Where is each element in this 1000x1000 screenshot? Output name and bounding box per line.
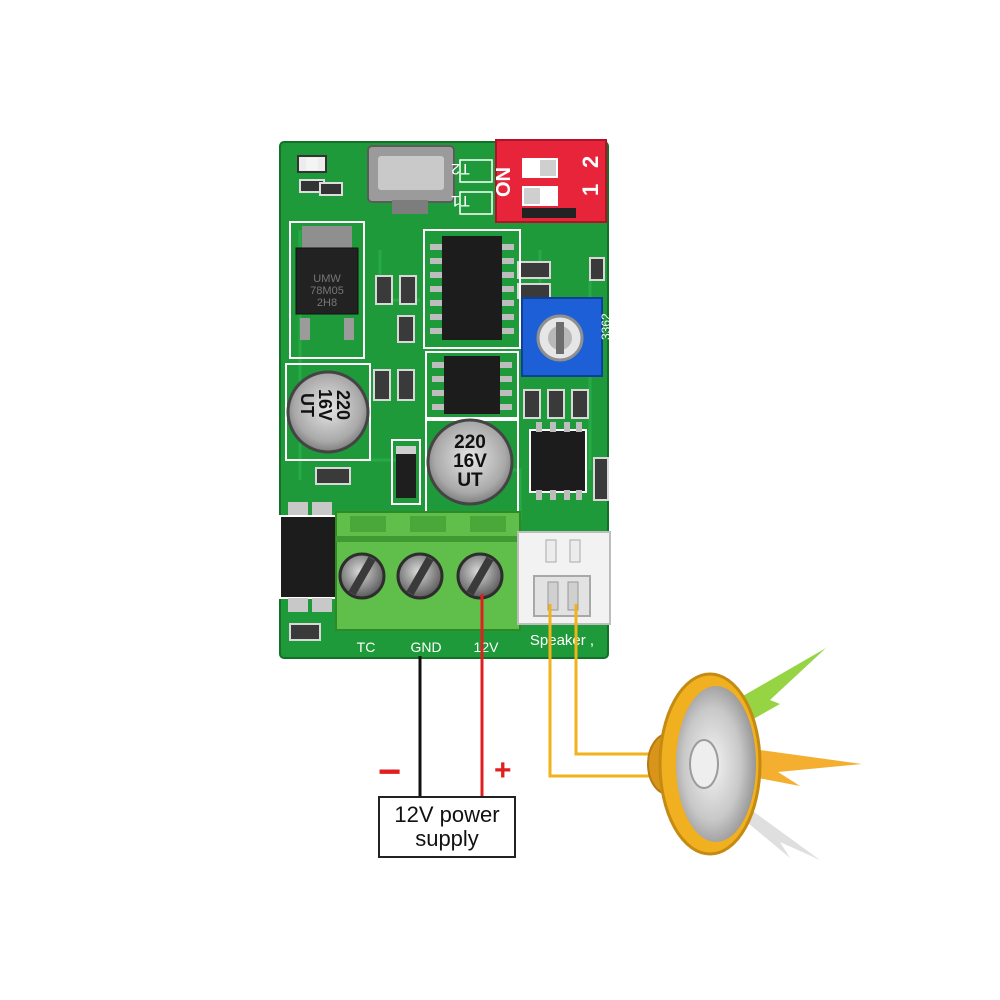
terminal-label-gnd: GND: [410, 639, 441, 655]
capacitor-left-marking-2: 16V: [315, 389, 335, 421]
ic-chip-1: [423, 229, 521, 349]
dip-switch-on-label: ON: [493, 167, 515, 197]
dip-switch-pos-2: 2: [578, 156, 603, 168]
capacitor-mid-marking-1: 220: [454, 432, 486, 453]
voltage-regulator: UMW 78M05 2H8: [289, 221, 365, 359]
power-supply-label-line1: 12V power: [394, 802, 500, 827]
regulator-marking-line2: 78M05: [310, 285, 344, 297]
negative-sign: −: [378, 750, 402, 794]
screw-terminal-block: [335, 511, 521, 631]
terminal-label-tc: TC: [357, 639, 376, 655]
speaker-connector: [517, 531, 611, 625]
pcb-board: T2 T1 ON 2 1 UMW 78M05 2H8: [279, 139, 613, 659]
electrolytic-capacitor-left: 220 16V UT: [285, 363, 371, 461]
positive-sign: +: [494, 754, 512, 787]
capacitor-mid-marking-2: 16V: [453, 451, 487, 472]
wire-yellow-speaker-1: [548, 604, 664, 778]
trimmer-potentiometer[interactable]: 3362: [521, 297, 613, 377]
wire-yellow-speaker-2: [574, 604, 662, 756]
ic-chip-2: [425, 351, 519, 419]
speaker-icon: [647, 648, 862, 860]
power-supply-label-line2: supply: [415, 826, 479, 851]
regulator-marking-line1: UMW: [313, 273, 341, 285]
dip-switch-pos-1: 1: [578, 184, 603, 196]
power-supply-box: 12V power supply: [378, 796, 516, 858]
micro-usb-connector: [367, 145, 455, 214]
regulator-marking-line3: 2H8: [317, 297, 337, 309]
capacitor-left-marking-1: 220: [333, 390, 353, 420]
speaker-label: Speaker ,: [530, 632, 594, 649]
dip-switch[interactable]: ON 2 1: [493, 139, 607, 223]
led: [297, 155, 327, 173]
trimpot-marking: 3362: [599, 313, 613, 340]
capacitor-mid-marking-3: UT: [457, 470, 483, 491]
terminal-label-12v: 12V: [474, 639, 500, 655]
diode: [391, 439, 421, 505]
smd-resistor: [319, 182, 343, 196]
optocoupler: [279, 502, 337, 612]
ic-chip-3: [529, 422, 587, 500]
capacitor-left-marking-3: UT: [297, 393, 317, 417]
